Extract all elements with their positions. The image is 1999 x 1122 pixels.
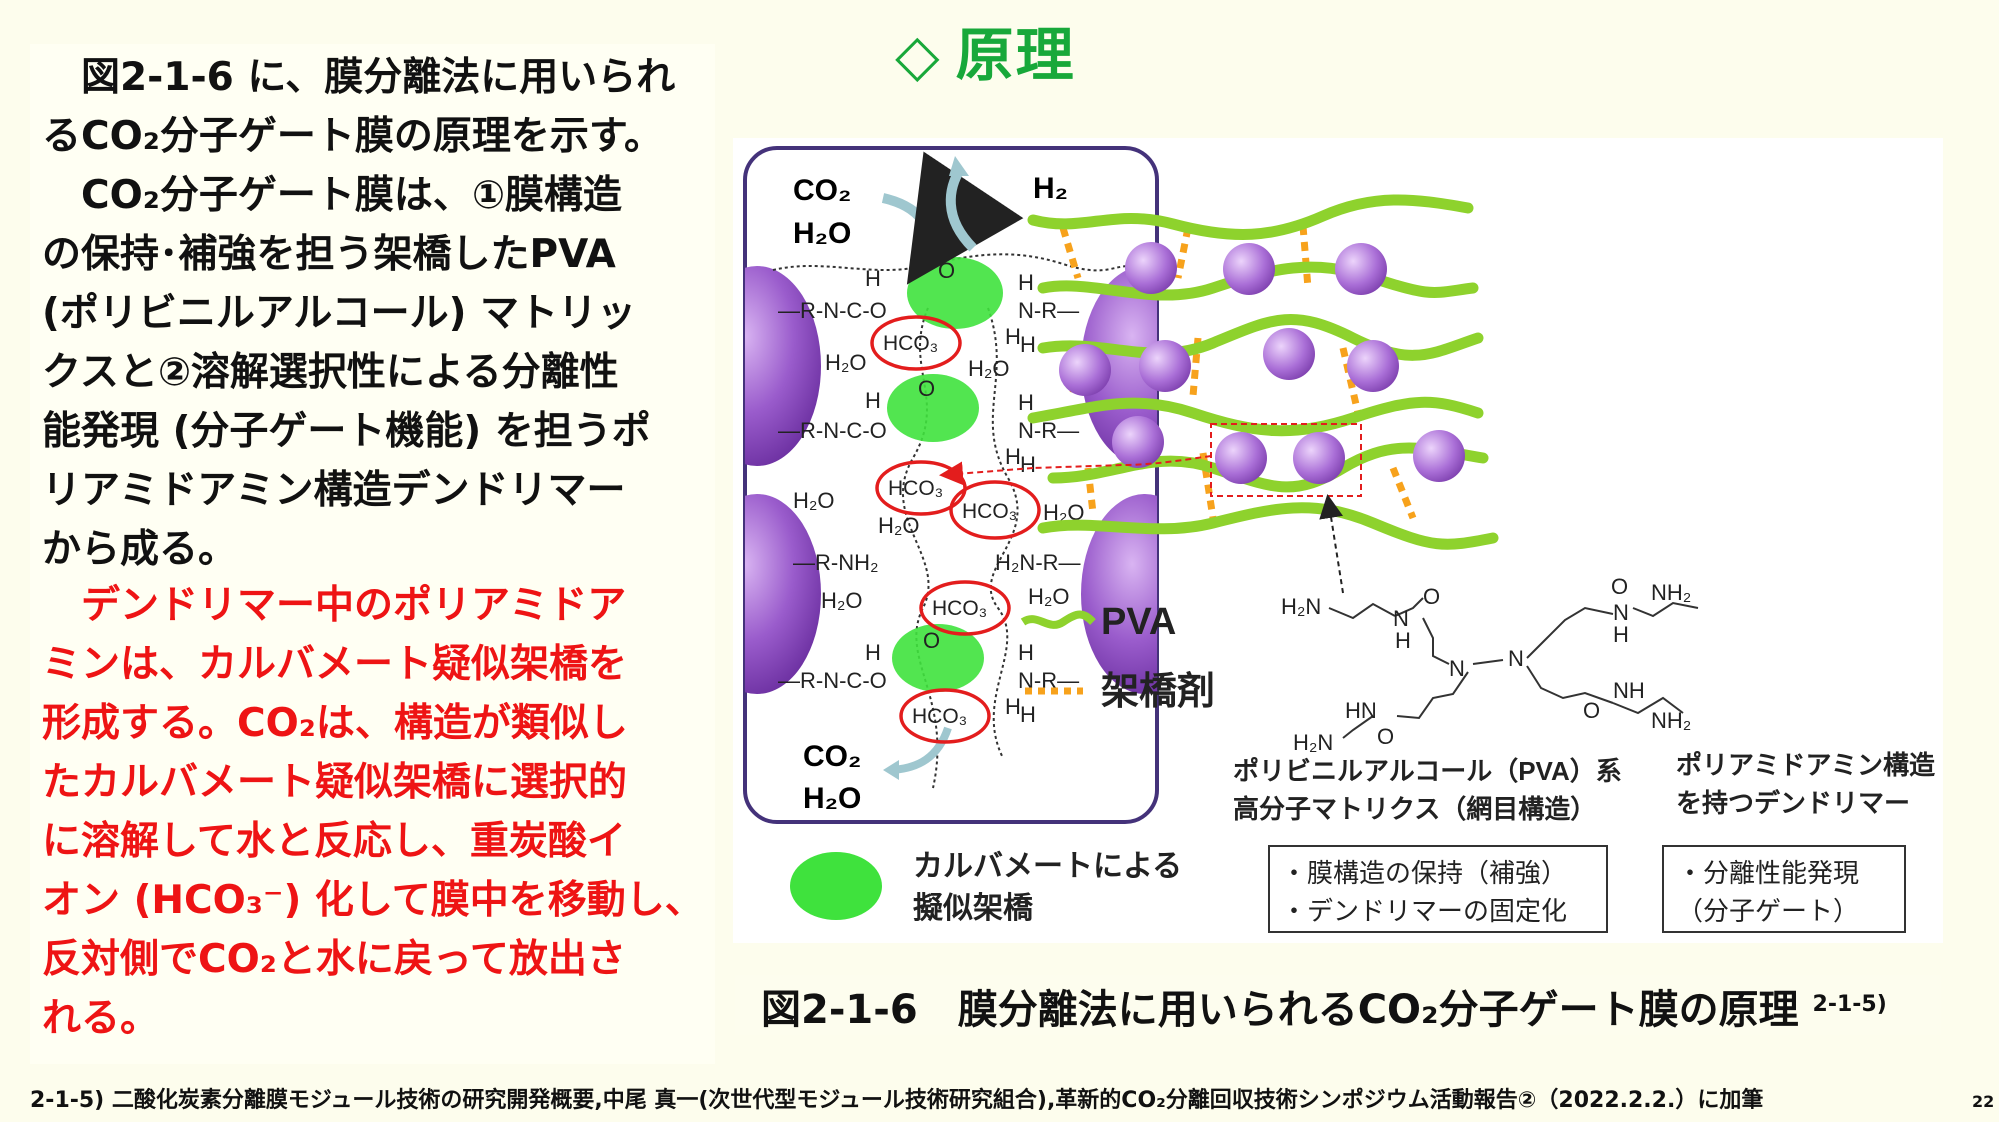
carbamate-cross-link: [892, 624, 984, 692]
matrix-particles: [1059, 242, 1465, 484]
matrix-sphere-left-bottom: [745, 494, 821, 694]
label-co2-out: CO₂: [803, 740, 861, 773]
zoom-arrow: [939, 461, 1034, 486]
svg-text:H₂O: H₂O: [821, 588, 863, 613]
svg-text:O: O: [1583, 698, 1600, 723]
pva-legend-swatch: [1020, 610, 1096, 629]
membrane-diagram: CO₂ H₂O H₂ CO₂ H₂O H O —R-N-C-O N-R— H H…: [743, 146, 1935, 933]
dendrimer-description: ポリアミドアミン構造: [1676, 750, 1935, 780]
dendrimer-pointer-arrow: [1319, 494, 1344, 594]
svg-text:NH₂: NH₂: [1651, 708, 1691, 733]
pva-chains: [1027, 194, 1499, 550]
co2-in-arrow: [881, 151, 1024, 285]
svg-text:O: O: [938, 258, 955, 283]
svg-text:H: H: [1020, 452, 1036, 477]
svg-text:H: H: [1005, 444, 1021, 469]
carbamate-chain: —R-N-C-O: [778, 418, 887, 443]
svg-text:・膜構造の保持（補強）: ・膜構造の保持（補強）: [1281, 858, 1567, 888]
bicarbonate-ion: HCO₃: [883, 332, 938, 355]
svg-text:H₂O: H₂O: [825, 350, 867, 375]
carbamate-legend-label: 擬似架橋: [913, 892, 1034, 925]
matrix-sphere-left-top: [745, 266, 821, 466]
svg-text:H: H: [865, 640, 881, 665]
pva-description: 高分子マトリクス（網目構造）: [1233, 794, 1596, 824]
svg-text:H₂N: H₂N: [1293, 730, 1333, 755]
pva-legend-label: PVA: [1101, 601, 1176, 643]
reference-footnote: 2-1-5) 二酸化炭素分離膜モジュール技術の研究開発概要,中尾 真一(次世代型…: [30, 1088, 1764, 1113]
co2-out-arrow: [892, 726, 952, 774]
svg-text:H₂O: H₂O: [793, 488, 835, 513]
svg-text:H: H: [1613, 622, 1629, 647]
svg-text:O: O: [923, 628, 940, 653]
svg-text:HN: HN: [1345, 698, 1377, 723]
page-number: 22: [1972, 1092, 1995, 1111]
bicarbonate-ion: HCO₃: [912, 705, 967, 728]
carbamate-chain: —R-N-C-O: [778, 298, 887, 323]
ammonium-chain: N-R—: [1018, 418, 1079, 443]
matrix-sphere-right-bottom: [1081, 494, 1157, 694]
bicarbonate-ion: HCO₃: [932, 597, 987, 620]
figure-area: CO₂ H₂O H₂ CO₂ H₂O H O —R-N-C-O N-R— H H…: [733, 138, 1943, 943]
dendrimer-function-box: [1662, 845, 1906, 933]
label-h2o-in: H₂O: [793, 217, 851, 250]
svg-text:H₂O: H₂O: [968, 356, 1010, 381]
svg-text:N: N: [1508, 646, 1524, 671]
svg-text:H: H: [865, 388, 881, 413]
bicarbonate-ion: HCO₃: [888, 477, 943, 500]
svg-text:H₂O: H₂O: [878, 513, 920, 538]
svg-text:NH: NH: [1613, 678, 1645, 703]
svg-text:O: O: [1423, 584, 1440, 609]
svg-text:H: H: [1005, 324, 1021, 349]
label-co2-in: CO₂: [793, 174, 851, 207]
svg-text:H: H: [1018, 640, 1034, 665]
svg-text:N: N: [1393, 606, 1409, 631]
pva-description: ポリビニルアルコール（PVA）系: [1233, 756, 1622, 786]
dendrimer-description: を持つデンドリマー: [1676, 788, 1910, 818]
crosslinker-legend-label: 架橋剤: [1101, 671, 1215, 713]
svg-text:H₂N: H₂N: [1281, 594, 1321, 619]
svg-text:H: H: [1005, 694, 1021, 719]
svg-text:（分子ゲート）: （分子ゲート）: [1677, 896, 1859, 926]
pva-function-box: [1268, 845, 1608, 933]
svg-text:H: H: [1395, 628, 1411, 653]
paragraph-structure: CO₂分子ゲート膜は、①膜構造 の保持･補強を担う架橋したPVA (ポリビニルア…: [42, 173, 651, 572]
carbamate-chain: —R-N-C-O: [778, 668, 887, 693]
figure-caption: 図2-1-6 膜分離法に用いられるCO₂分子ゲート膜の原理 2-1-5): [735, 975, 1941, 1035]
svg-text:・分離性能発現: ・分離性能発現: [1677, 858, 1859, 888]
svg-text:O: O: [1377, 724, 1394, 749]
dendrimer-structure-bonds: [1328, 597, 1699, 739]
label-h2-out: H₂: [1033, 172, 1068, 205]
page-title: ◇原理: [895, 21, 1076, 89]
amine-chain: —R-NH₂: [793, 550, 879, 575]
carbamate-legend-label: カルバメートによる: [913, 850, 1182, 883]
svg-text:H₂O: H₂O: [1028, 584, 1070, 609]
svg-text:・デンドリマーの固定化: ・デンドリマーの固定化: [1281, 896, 1567, 926]
svg-text:H: H: [865, 266, 881, 291]
svg-text:NH₂: NH₂: [1651, 580, 1691, 605]
bicarbonate-ion-marker: [949, 480, 1041, 540]
explanation-panel: 図2-1-6 に、膜分離法に用いられ るCO₂分子ゲート膜の原理を示す。 CO₂…: [30, 44, 715, 1064]
label-h2o-out: H₂O: [803, 782, 861, 815]
svg-text:N: N: [1613, 600, 1629, 625]
svg-text:H: H: [1020, 702, 1036, 727]
amine-chain: H₂N-R—: [995, 550, 1081, 575]
svg-text:N: N: [1449, 656, 1465, 681]
bicarbonate-ion-marker: [870, 315, 962, 371]
svg-text:H: H: [1020, 332, 1036, 357]
dendrimer-highlight-box: [1210, 423, 1362, 497]
bicarbonate-ion: HCO₃: [962, 500, 1017, 523]
ammonium-chain: N-R—: [1018, 298, 1079, 323]
paragraph-intro: 図2-1-6 に、膜分離法に用いられ るCO₂分子ゲート膜の原理を示す。: [42, 55, 676, 159]
bicarbonate-ion-marker: [919, 580, 1011, 636]
bicarbonate-ion-marker: [899, 688, 991, 744]
carbamate-legend-swatch: [790, 852, 882, 920]
carbamate-cross-link: [887, 374, 979, 442]
svg-text:H: H: [1018, 270, 1034, 295]
svg-text:H: H: [1018, 390, 1034, 415]
svg-text:O: O: [918, 376, 935, 401]
dendrimer-structure-labels: H₂N N H O N N O N H NH₂ HN O H₂N O NH NH…: [1281, 574, 1691, 755]
svg-text:O: O: [1611, 574, 1628, 599]
paragraph-mechanism-highlight: デンドリマー中のポリアミドア ミンは、カルバメート疑似架橋を 形成する。CO₂は…: [42, 583, 704, 1041]
